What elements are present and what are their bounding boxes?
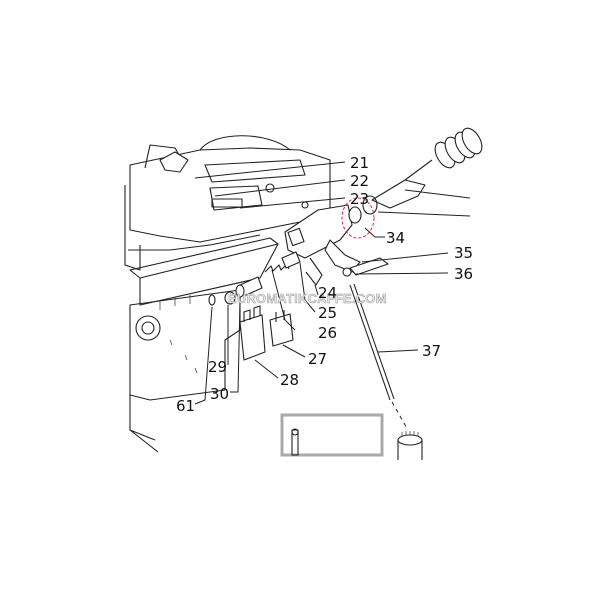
valve-assembly [284, 195, 389, 286]
callout-61: 61 [176, 397, 195, 415]
small-parts [208, 251, 301, 361]
callout-23: 23 [350, 190, 369, 208]
housing-edge [129, 429, 159, 453]
callout-30: 30 [210, 385, 229, 403]
rod-37 [349, 283, 423, 460]
watermark-text: EUROMATIKCAFFE.COM [228, 291, 387, 306]
callout-24: 24 [318, 284, 337, 302]
callout-35: 35 [454, 244, 473, 262]
coiled-spring-connector [434, 127, 483, 169]
callout-21: 21 [350, 154, 369, 172]
callout-25: 25 [318, 304, 337, 322]
callout-22: 22 [350, 172, 369, 190]
callout-labels: 21 22 23 34 35 36 24 25 26 27 28 29 30 6… [176, 154, 473, 415]
callout-37: 37 [422, 342, 441, 360]
callout-36: 36 [454, 265, 473, 283]
leader-lines [194, 161, 471, 405]
callout-34: 34 [386, 229, 405, 247]
callout-26: 26 [318, 324, 337, 342]
gear-part [397, 431, 423, 460]
callout-29: 29 [208, 358, 227, 376]
callout-28: 28 [280, 371, 299, 389]
callout-27: 27 [308, 350, 327, 368]
cable-connector [371, 127, 483, 209]
inset-detail-box [280, 413, 384, 457]
machine-housing [124, 135, 331, 441]
